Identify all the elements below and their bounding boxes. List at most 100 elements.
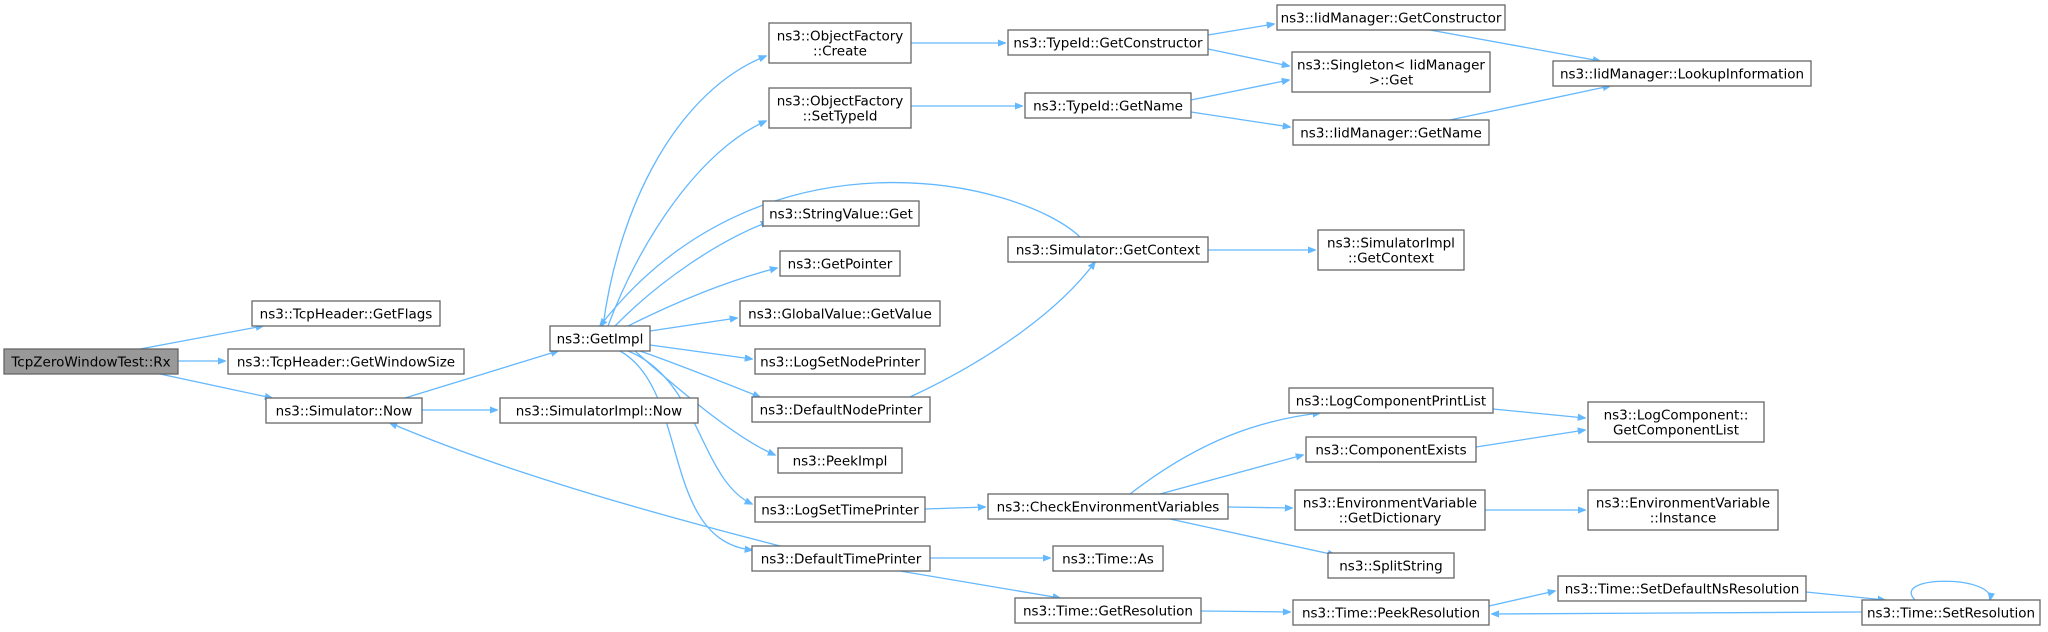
- node-ofsettypeid[interactable]: ns3::ObjectFactory::SetTypeId: [768, 87, 912, 129]
- edge-logcompprintlist-to-logcompgetlist: [1492, 408, 1585, 418]
- node-box: [779, 250, 901, 277]
- node-label: ns3::TypeId::GetConstructor: [1013, 36, 1203, 52]
- node-envgetdict[interactable]: ns3::EnvironmentVariable::GetDictionary: [1294, 489, 1486, 531]
- node-label: ns3::Simulator::GetContext: [1016, 243, 1200, 259]
- node-label: ns3::IidManager::LookupInformation: [1560, 67, 1804, 83]
- node-label: ns3::TcpHeader::GetWindowSize: [237, 355, 455, 371]
- node-box: [768, 22, 912, 64]
- node-label: ns3::TcpHeader::GetFlags: [260, 307, 433, 323]
- edge-typeidgetname-to-iidmgetname: [1190, 111, 1290, 127]
- node-label: ::SetTypeId: [803, 109, 878, 125]
- node-getimpl[interactable]: ns3::GetImpl: [549, 325, 651, 352]
- edges: [139, 24, 1990, 614]
- node-peekimpl[interactable]: ns3::PeekImpl: [777, 447, 903, 474]
- node-box: [751, 545, 931, 572]
- node-box: [1587, 401, 1765, 443]
- node-box: [1007, 236, 1209, 263]
- node-label: GetComponentList: [1613, 423, 1739, 439]
- node-box: [227, 348, 465, 375]
- node-label: ns3::Simulator::Now: [276, 404, 413, 420]
- node-simgetcontext[interactable]: ns3::Simulator::GetContext: [1007, 236, 1209, 263]
- node-box: [265, 397, 423, 424]
- edge-timesetres-to-timesetres: [1910, 580, 1990, 600]
- edge-getimpl-to-defaulttimeprinter: [619, 350, 752, 550]
- node-box: [987, 493, 1229, 520]
- node-box: [251, 300, 441, 327]
- node-getflags[interactable]: ns3::TcpHeader::GetFlags: [251, 300, 441, 327]
- edge-defaultnodeprinter-to-simgetcontext: [909, 262, 1095, 398]
- edge-compexists-to-logcompgetlist: [1475, 430, 1585, 448]
- node-checkenv[interactable]: ns3::CheckEnvironmentVariables: [987, 493, 1229, 520]
- node-label: ns3::Time::GetResolution: [1023, 604, 1193, 620]
- node-box: [1276, 4, 1506, 31]
- node-defaultnodeprinter[interactable]: ns3::DefaultNodePrinter: [751, 396, 931, 423]
- edge-checkenv-to-compexists: [1159, 455, 1303, 495]
- node-timeas[interactable]: ns3::Time::As: [1052, 545, 1164, 572]
- edge-getimpl-to-ofsettypeid: [607, 121, 766, 327]
- node-typeidgetname[interactable]: ns3::TypeId::GetName: [1024, 92, 1192, 119]
- node-timepeekres[interactable]: ns3::Time::PeekResolution: [1292, 599, 1490, 626]
- node-compexists[interactable]: ns3::ComponentExists: [1305, 436, 1477, 463]
- node-typeidgetctor[interactable]: ns3::TypeId::GetConstructor: [1007, 29, 1209, 56]
- node-box: [1587, 489, 1779, 531]
- node-simimplnow[interactable]: ns3::SimulatorImpl::Now: [499, 397, 699, 424]
- node-box: [1294, 489, 1486, 531]
- node-label: ns3::GlobalValue::GetValue: [748, 307, 932, 323]
- node-label: ns3::SimulatorImpl: [1327, 236, 1455, 252]
- node-label: ns3::SplitString: [1339, 559, 1443, 575]
- node-logsetnodeprinter[interactable]: ns3::LogSetNodePrinter: [754, 348, 926, 375]
- node-stringvalueget[interactable]: ns3::StringValue::Get: [762, 200, 920, 227]
- node-box: [1024, 92, 1192, 119]
- node-getpointer[interactable]: ns3::GetPointer: [779, 250, 901, 277]
- node-box: [3, 348, 179, 375]
- edge-iidmgetname-to-iidmlookup: [1449, 86, 1610, 121]
- node-label: ns3::LogSetNodePrinter: [760, 355, 920, 371]
- node-simimplgetcontext[interactable]: ns3::SimulatorImpl::GetContext: [1317, 229, 1465, 271]
- node-label: ns3::ObjectFactory: [777, 29, 904, 45]
- node-box: [762, 200, 920, 227]
- node-logcompprintlist[interactable]: ns3::LogComponentPrintList: [1288, 387, 1494, 414]
- node-iidmlookup[interactable]: ns3::IidManager::LookupInformation: [1552, 60, 1812, 87]
- node-splitstring[interactable]: ns3::SplitString: [1327, 552, 1455, 579]
- node-defaulttimeprinter[interactable]: ns3::DefaultTimePrinter: [751, 545, 931, 572]
- node-timesetres[interactable]: ns3::Time::SetResolution: [1861, 599, 2041, 626]
- node-iidmgetctor[interactable]: ns3::IidManager::GetConstructor: [1276, 4, 1506, 31]
- node-box: [1305, 436, 1477, 463]
- node-label: ns3::PeekImpl: [793, 454, 888, 470]
- node-getwindowsize[interactable]: ns3::TcpHeader::GetWindowSize: [227, 348, 465, 375]
- node-label: >::Get: [1369, 73, 1413, 89]
- node-rx[interactable]: TcpZeroWindowTest::Rx: [3, 348, 179, 375]
- node-simnow[interactable]: ns3::Simulator::Now: [265, 397, 423, 424]
- node-label: ::Instance: [1650, 511, 1717, 527]
- node-box: [777, 447, 903, 474]
- node-ofcreate[interactable]: ns3::ObjectFactory::Create: [768, 22, 912, 64]
- node-timesetdefaultns[interactable]: ns3::Time::SetDefaultNsResolution: [1557, 575, 1807, 602]
- node-iidmgetname[interactable]: ns3::IidManager::GetName: [1292, 119, 1490, 146]
- node-label: ::GetDictionary: [1339, 511, 1441, 527]
- node-label: ns3::CheckEnvironmentVariables: [997, 500, 1220, 516]
- edge-checkenv-to-logcompprintlist: [1129, 413, 1320, 495]
- edge-typeidgetctor-to-iidmgetctor: [1207, 24, 1274, 36]
- node-timegetres[interactable]: ns3::Time::GetResolution: [1014, 597, 1202, 624]
- nodes: TcpZeroWindowTest::Rx ns3::TcpHeader::Get…: [3, 4, 2041, 626]
- edge-defaulttimeprinter-to-timegetres: [899, 570, 1060, 598]
- node-label: ns3::DefaultTimePrinter: [761, 552, 922, 568]
- node-logsettimeprinter[interactable]: ns3::LogSetTimePrinter: [754, 496, 926, 523]
- node-label: ::GetContext: [1348, 251, 1434, 267]
- node-envinstance[interactable]: ns3::EnvironmentVariable::Instance: [1587, 489, 1779, 531]
- node-box: [1014, 597, 1202, 624]
- node-label: ns3::DefaultNodePrinter: [760, 403, 923, 419]
- edge-timesetdefaultns-to-timesetres: [1805, 591, 1885, 600]
- node-box: [751, 396, 931, 423]
- edge-rx-to-getflags: [139, 326, 263, 350]
- node-box: [1327, 552, 1455, 579]
- node-box: [1557, 575, 1807, 602]
- node-logcompgetlist[interactable]: ns3::LogComponent::GetComponentList: [1587, 401, 1765, 443]
- node-label: ns3::LogComponentPrintList: [1296, 394, 1486, 410]
- node-box: [1861, 599, 2041, 626]
- node-label: ns3::EnvironmentVariable: [1596, 496, 1770, 512]
- node-singletonget[interactable]: ns3::Singleton< IidManager >::Get: [1291, 51, 1491, 93]
- edge-typeidgetname-to-singletonget: [1190, 80, 1289, 101]
- node-globalvalueget[interactable]: ns3::GlobalValue::GetValue: [739, 300, 941, 327]
